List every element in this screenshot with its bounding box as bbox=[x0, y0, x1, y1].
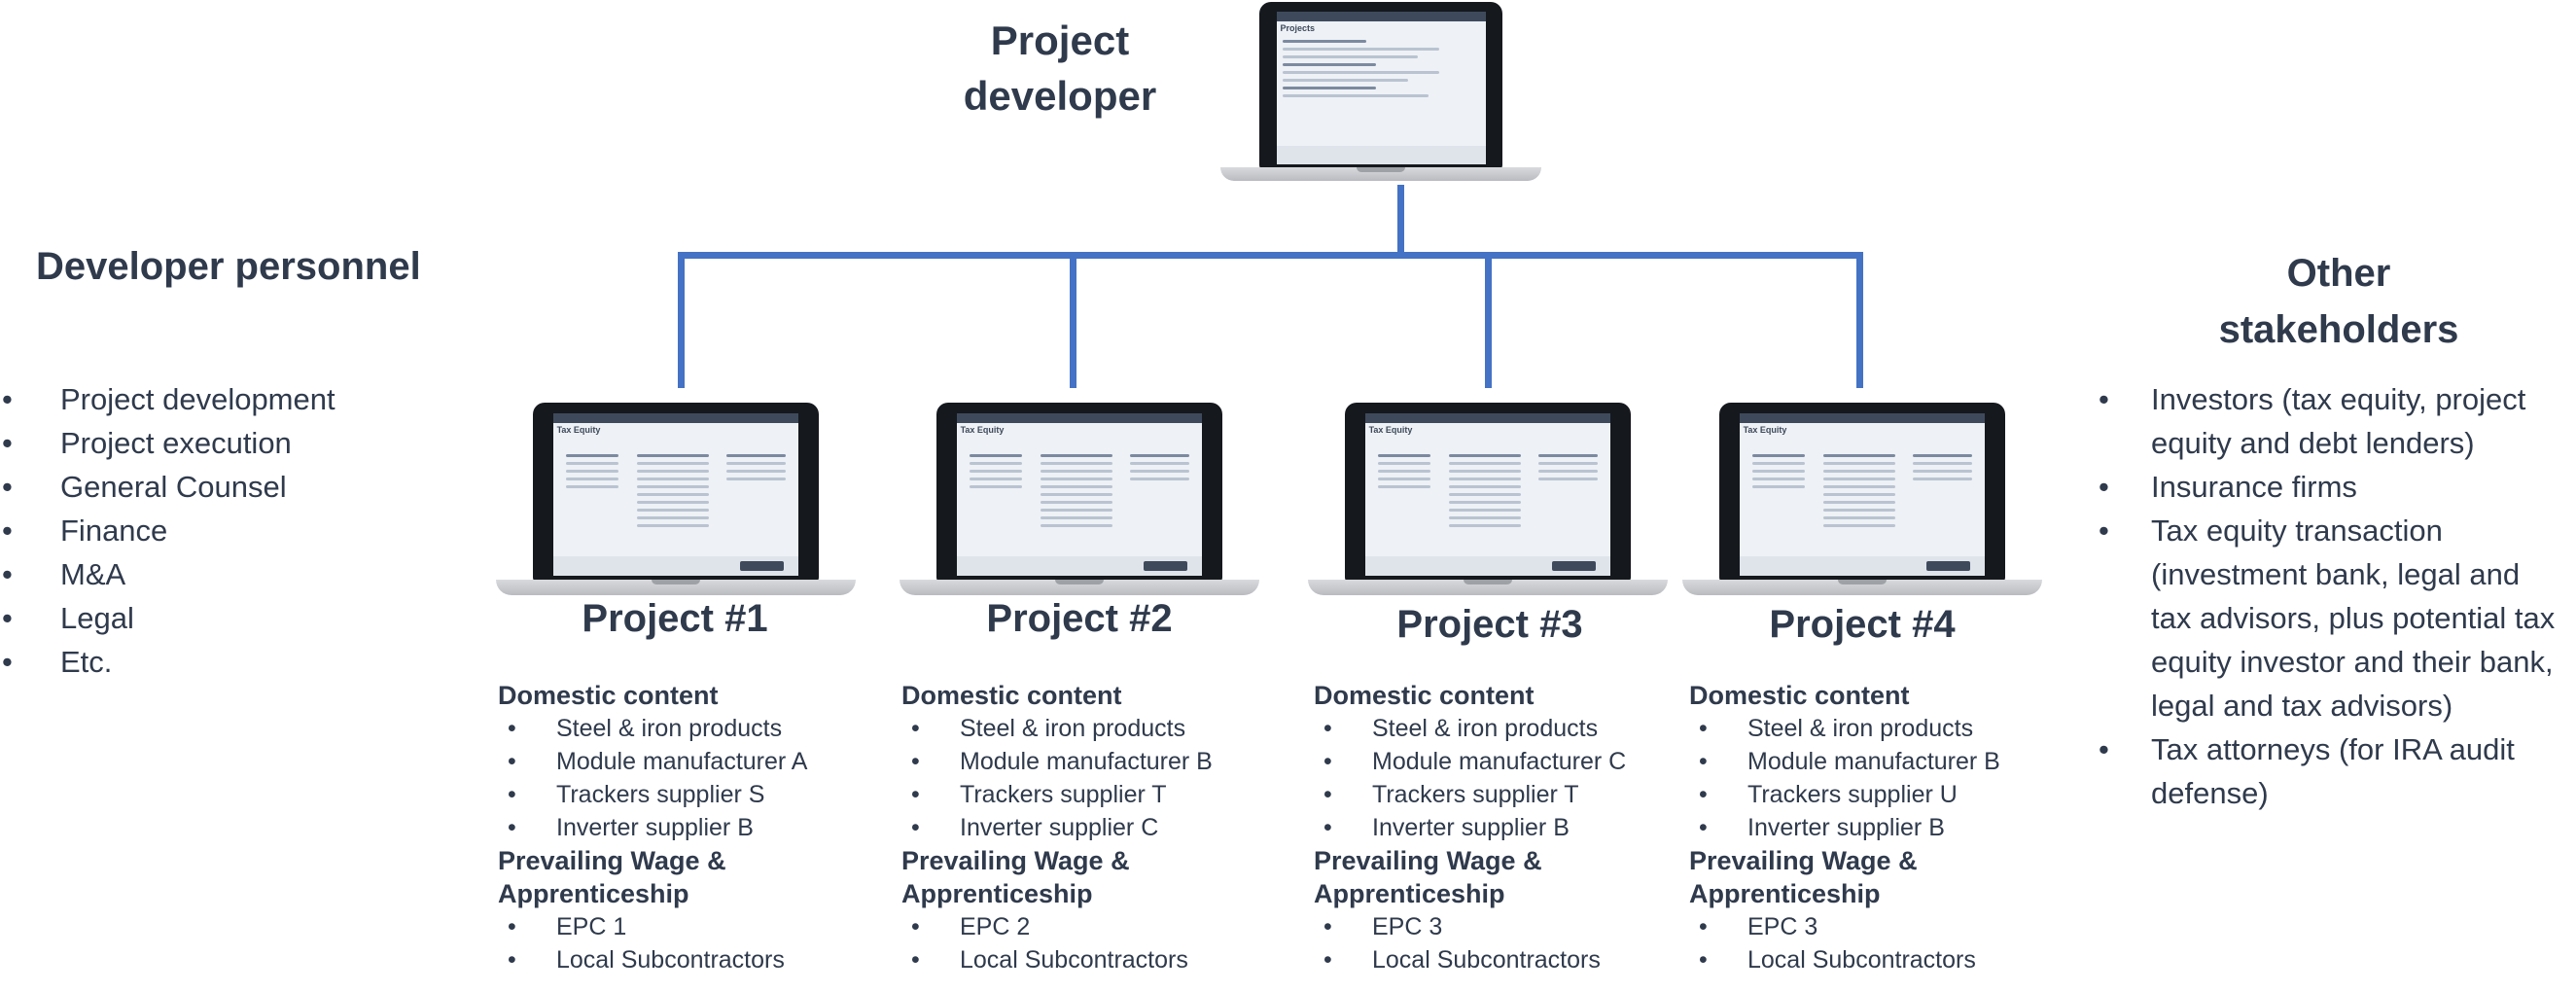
pwa-heading-line1: Prevailing Wage & bbox=[498, 846, 726, 875]
project-title: Project #3 bbox=[1396, 603, 1583, 646]
pwa-heading: Prevailing Wage & Apprenticeship bbox=[901, 844, 1281, 910]
list-item: Local Subcontractors bbox=[1689, 943, 2068, 976]
project-details: Domestic content Steel & iron products M… bbox=[901, 679, 1281, 976]
other-stakeholders-list: Investors (tax equity, project equity an… bbox=[2091, 377, 2567, 815]
list-item: Etc. bbox=[0, 640, 408, 684]
list-item: Local Subcontractors bbox=[901, 943, 1281, 976]
list-item: Steel & iron products bbox=[498, 712, 877, 745]
list-item: EPC 2 bbox=[901, 910, 1281, 943]
developer-personnel-heading: Developer personnel bbox=[36, 245, 421, 288]
developer-personnel-list: Project development Project execution Ge… bbox=[0, 377, 408, 684]
project-details: Domestic content Steel & iron products M… bbox=[1689, 679, 2068, 976]
list-item: Steel & iron products bbox=[1689, 712, 2068, 745]
list-item: Module manufacturer C bbox=[1314, 745, 1693, 778]
domestic-content-list: Steel & iron products Module manufacture… bbox=[1314, 712, 1693, 844]
project-details: Domestic content Steel & iron products M… bbox=[1314, 679, 1693, 976]
laptop-icon: Tax Equity bbox=[1682, 403, 2042, 597]
connector-project-1 bbox=[678, 252, 685, 388]
connector-vertical-top bbox=[1397, 185, 1404, 255]
pwa-heading-line1: Prevailing Wage & bbox=[1689, 846, 1918, 875]
connector-project-2 bbox=[1070, 252, 1076, 388]
list-item: Module manufacturer A bbox=[498, 745, 877, 778]
list-item: EPC 3 bbox=[1689, 910, 2068, 943]
other-stakeholders-heading: Other stakeholders bbox=[2178, 245, 2499, 358]
domestic-content-heading: Domestic content bbox=[1689, 681, 1910, 710]
pwa-heading-line1: Prevailing Wage & bbox=[901, 846, 1130, 875]
list-item: Steel & iron products bbox=[901, 712, 1281, 745]
domestic-content-heading: Domestic content bbox=[901, 681, 1122, 710]
project-developer-title-line1: Project bbox=[990, 18, 1130, 63]
list-item: Inverter supplier C bbox=[901, 811, 1281, 844]
pwa-heading: Prevailing Wage & Apprenticeship bbox=[1689, 844, 2068, 910]
domestic-content-list: Steel & iron products Module manufacture… bbox=[1689, 712, 2068, 844]
list-item: Local Subcontractors bbox=[1314, 943, 1693, 976]
list-item: EPC 3 bbox=[1314, 910, 1693, 943]
project-details: Domestic content Steel & iron products M… bbox=[498, 679, 877, 976]
other-stakeholders-heading-line2: stakeholders bbox=[2218, 308, 2459, 351]
project-title: Project #4 bbox=[1769, 603, 1956, 646]
list-item: Inverter supplier B bbox=[498, 811, 877, 844]
project-title: Project #2 bbox=[986, 597, 1173, 640]
pwa-list: EPC 2 Local Subcontractors bbox=[901, 910, 1281, 976]
list-item: Project development bbox=[0, 377, 408, 421]
pwa-heading-line1: Prevailing Wage & bbox=[1314, 846, 1542, 875]
domestic-content-heading: Domestic content bbox=[1314, 681, 1535, 710]
pwa-heading: Prevailing Wage & Apprenticeship bbox=[1314, 844, 1693, 910]
domestic-content-list: Steel & iron products Module manufacture… bbox=[498, 712, 877, 844]
list-item: Finance bbox=[0, 509, 408, 552]
list-item: Project execution bbox=[0, 421, 408, 465]
list-item: Module manufacturer B bbox=[901, 745, 1281, 778]
project-developer-title-line2: developer bbox=[963, 72, 1157, 119]
laptop-icon: Tax Equity bbox=[496, 403, 856, 597]
list-item: General Counsel bbox=[0, 465, 408, 509]
list-item: Insurance firms bbox=[2091, 465, 2567, 509]
list-item: Tax attorneys (for IRA audit defense) bbox=[2091, 727, 2567, 815]
list-item: Steel & iron products bbox=[1314, 712, 1693, 745]
pwa-heading-line2: Apprenticeship bbox=[901, 879, 1093, 908]
pwa-list: EPC 3 Local Subcontractors bbox=[1689, 910, 2068, 976]
list-item: Trackers supplier T bbox=[1314, 778, 1693, 811]
pwa-heading: Prevailing Wage & Apprenticeship bbox=[498, 844, 877, 910]
list-item: EPC 1 bbox=[498, 910, 877, 943]
list-item: Trackers supplier S bbox=[498, 778, 877, 811]
list-item: Investors (tax equity, project equity an… bbox=[2091, 377, 2567, 465]
laptop-icon: Tax Equity bbox=[900, 403, 1259, 597]
pwa-list: EPC 3 Local Subcontractors bbox=[1314, 910, 1693, 976]
pwa-heading-line2: Apprenticeship bbox=[498, 879, 689, 908]
list-item: Trackers supplier U bbox=[1689, 778, 2068, 811]
list-item: Inverter supplier B bbox=[1689, 811, 2068, 844]
list-item: M&A bbox=[0, 552, 408, 596]
pwa-heading-line2: Apprenticeship bbox=[1314, 879, 1505, 908]
list-item: Module manufacturer B bbox=[1689, 745, 2068, 778]
domestic-content-list: Steel & iron products Module manufacture… bbox=[901, 712, 1281, 844]
list-item: Trackers supplier T bbox=[901, 778, 1281, 811]
domestic-content-heading: Domestic content bbox=[498, 681, 719, 710]
pwa-list: EPC 1 Local Subcontractors bbox=[498, 910, 877, 976]
other-stakeholders-heading-line1: Other bbox=[2286, 252, 2391, 295]
connector-horizontal bbox=[678, 252, 1863, 259]
laptop-icon: Projects bbox=[1220, 2, 1541, 185]
project-title: Project #1 bbox=[582, 597, 768, 640]
pwa-heading-line2: Apprenticeship bbox=[1689, 879, 1881, 908]
connector-project-4 bbox=[1856, 252, 1863, 388]
list-item: Legal bbox=[0, 596, 408, 640]
list-item: Local Subcontractors bbox=[498, 943, 877, 976]
connector-project-3 bbox=[1485, 252, 1492, 388]
list-item: Inverter supplier B bbox=[1314, 811, 1693, 844]
list-item: Tax equity transaction (investment bank,… bbox=[2091, 509, 2567, 727]
laptop-icon: Tax Equity bbox=[1308, 403, 1668, 597]
project-developer-title: Project developer bbox=[914, 14, 1206, 124]
